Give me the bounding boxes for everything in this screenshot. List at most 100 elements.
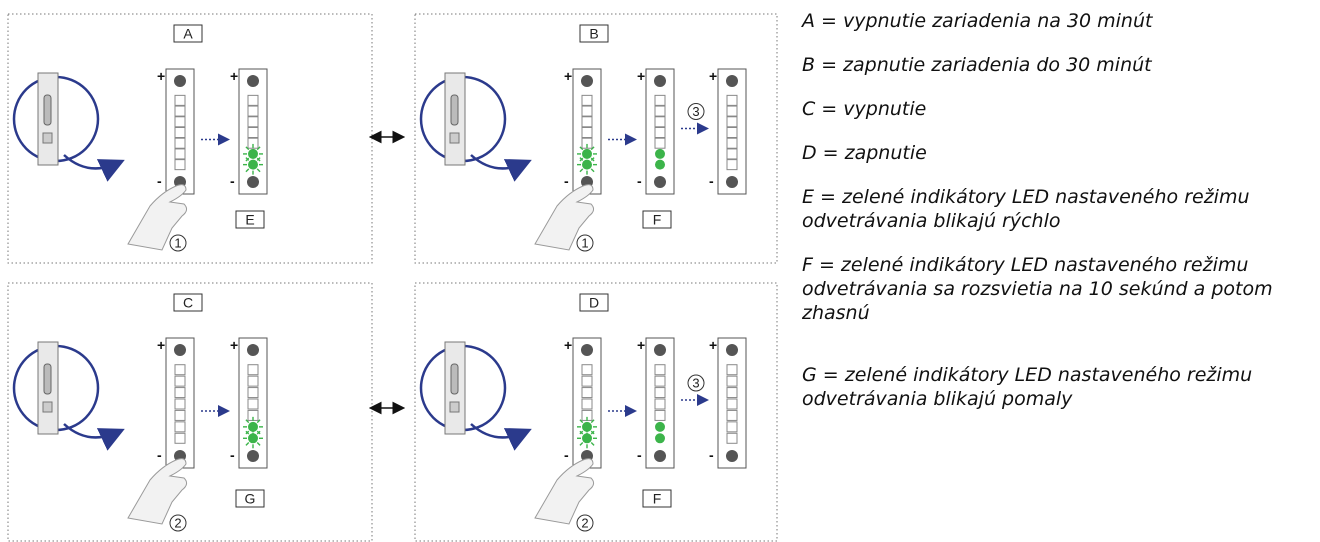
state-label-box: [235, 210, 265, 229]
led-ray: [590, 430, 595, 435]
legend-item-b: B = zapnutie zariadenia do 30 minút: [802, 54, 1152, 76]
step-bubble: [169, 514, 187, 532]
plus-sign: +: [564, 68, 572, 84]
led-green: [248, 159, 258, 170]
minus-sign: -: [637, 447, 642, 463]
led-slot: [247, 116, 259, 128]
state-label-box-text: F: [653, 212, 662, 228]
panel-c: C+-+-G2: [7, 282, 373, 542]
led-slot: [174, 94, 186, 106]
minus-sign: -: [157, 173, 162, 189]
led-green: [582, 433, 592, 444]
panel-label-box: [579, 24, 609, 43]
led-slot: [247, 137, 259, 149]
led-slot: [581, 387, 593, 399]
led-slot: [581, 375, 593, 387]
led-slot: [654, 398, 666, 410]
led-slot: [174, 148, 186, 160]
led-blinking: [243, 428, 263, 449]
pressing-hand: [534, 458, 595, 525]
minus-button: [654, 450, 666, 462]
led-slot: [726, 409, 738, 421]
plus-button: [581, 75, 593, 87]
panel-d: D+-+-3+-F2: [414, 282, 778, 542]
led-ray: [256, 168, 261, 173]
led-ray: [245, 442, 250, 446]
led-slot: [581, 137, 593, 149]
led-slot: [726, 148, 738, 160]
led-slot: [726, 159, 738, 171]
plus-button: [654, 344, 666, 356]
led-slot: [174, 398, 186, 410]
led-ray: [256, 146, 261, 151]
led-slot: [726, 116, 738, 128]
panel-label-box-text: B: [589, 26, 598, 42]
led-slot: [654, 387, 666, 399]
led-strip: +-: [534, 68, 602, 251]
led-slot: [174, 159, 186, 171]
led-green: [655, 159, 665, 170]
led-slot: [581, 127, 593, 138]
led-green: [248, 421, 258, 432]
led-ray: [245, 419, 250, 424]
curved-arrow: [470, 423, 532, 451]
led-ray: [590, 146, 595, 151]
led-slot: [581, 116, 593, 128]
led-slot: [247, 94, 259, 106]
legend-item-f: F = zelené indikátory LED nastaveného re…: [802, 254, 1273, 324]
led-ray: [245, 157, 250, 161]
led-green: [655, 433, 665, 444]
state-label-box: [642, 489, 672, 508]
led-green: [248, 148, 258, 159]
step-bubble-number: 1: [581, 236, 588, 251]
led-ray: [256, 430, 261, 435]
led-slot: [726, 398, 738, 410]
led-ray: [245, 430, 250, 435]
led-slot: [174, 387, 186, 399]
led-green: [582, 159, 592, 170]
led-ray: [256, 157, 261, 161]
state-label-box-text: G: [245, 491, 256, 507]
led-ray: [579, 157, 584, 161]
led-slot: [247, 127, 259, 138]
plus-button: [581, 344, 593, 356]
led-slot: [654, 105, 666, 117]
minus-button: [247, 176, 259, 188]
state-label-box-text: F: [653, 491, 662, 507]
minus-button: [247, 450, 259, 462]
panel-label-box-text: D: [589, 295, 599, 311]
led-green: [248, 433, 258, 444]
led-slot: [174, 116, 186, 128]
led-strip: +-: [709, 337, 747, 469]
step-bubble: [576, 514, 594, 532]
led-slot: [174, 364, 186, 376]
led-blinking: [243, 143, 263, 164]
device-slot: [449, 132, 460, 144]
plus-sign: +: [157, 337, 165, 353]
step-bubble: [169, 234, 187, 252]
led-slot: [726, 421, 738, 433]
led-strip: +-: [230, 337, 268, 469]
panel-label-box: [173, 24, 203, 43]
state-label-box: [642, 210, 672, 229]
led-slot: [726, 375, 738, 387]
minus-button: [654, 176, 666, 188]
plus-sign: +: [709, 337, 717, 353]
led-slot: [247, 364, 259, 376]
led-slot: [654, 116, 666, 128]
led-slot: [654, 137, 666, 149]
minus-button: [726, 450, 738, 462]
led-strip: +-: [127, 337, 195, 525]
step-bubble-3-number: 3: [692, 376, 699, 391]
led-slot: [654, 375, 666, 387]
led-ray: [256, 442, 261, 446]
led-slot: [581, 364, 593, 376]
led-green: [582, 421, 592, 432]
led-slot: [726, 127, 738, 138]
led-green: [582, 148, 592, 159]
led-slot: [174, 137, 186, 149]
minus-sign: -: [709, 173, 714, 189]
led-slot: [654, 127, 666, 138]
led-ray: [590, 168, 595, 173]
device-controls: [43, 363, 52, 395]
